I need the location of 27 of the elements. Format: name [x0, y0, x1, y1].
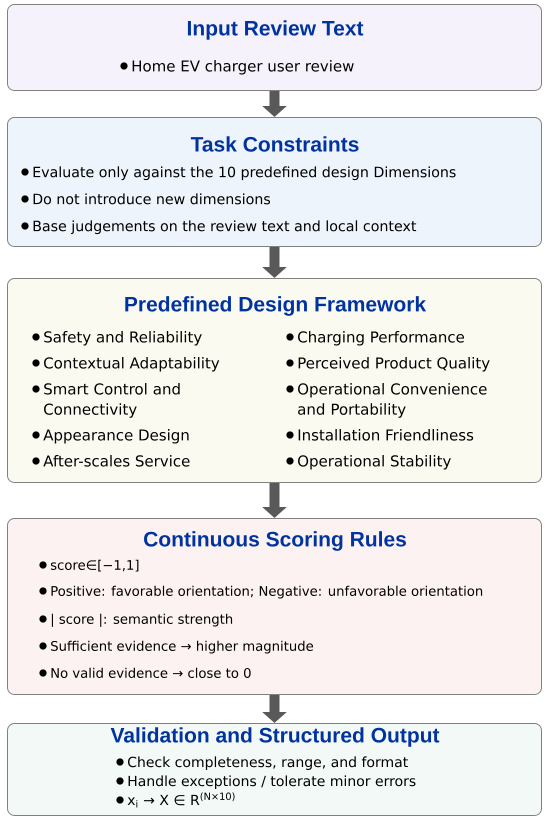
bullet-item: Installation Friendliness — [286, 429, 474, 441]
bullet-item: Appearance Design — [32, 429, 189, 444]
bullet-item: Operational Convenience and Portability — [286, 383, 487, 418]
bullet-item: Perceived Product Quality — [286, 357, 490, 372]
box-heading: Task Constraints — [190, 136, 359, 152]
box-heading: Validation and Structured Output — [110, 727, 440, 747]
bullet-item: Check completeness, range, and format — [116, 756, 408, 770]
bullet-item: Home EV charger user review — [120, 60, 354, 75]
bullet-item: Sufficient evidence → higher magnitude — [39, 640, 314, 654]
bullet-item: After-scales Service — [32, 455, 190, 467]
bullet-item: Evaluate only against the 10 predefined design Dimensions — [21, 166, 456, 180]
bullet-item: No valid evidence → close to 0 — [39, 668, 251, 678]
bullet-item: Operational Stability — [286, 455, 451, 470]
box-heading: Continuous Scoring Rules — [144, 531, 406, 551]
bullet-item: Safety and Reliability — [32, 331, 202, 346]
bullet-item: Positive: favorable orientation; Negative: unfavorable orientation — [39, 586, 482, 598]
bullet-item: Handle exceptions / tolerate minor errors — [116, 775, 416, 789]
bullet-item: | score |: semantic strength — [39, 614, 232, 627]
box-heading: Input Review Text — [188, 20, 364, 40]
bullet-item: Contextual Adaptability — [32, 357, 220, 372]
bullet-item: score∈[−1,1] — [39, 560, 138, 572]
bullet-item: Smart Control and Connectivity — [32, 383, 180, 418]
bullet-item: x$_{i}$ → X ∈ R$^{(N×10)}$ — [116, 792, 235, 808]
box-heading: Predefined Design Framework — [125, 296, 426, 316]
bullet-item: Base judgements on the review text and local context — [21, 220, 416, 234]
bullet-item: Do not introduce new dimensions — [21, 193, 270, 204]
bullet-item: Charging Performance — [286, 331, 464, 346]
